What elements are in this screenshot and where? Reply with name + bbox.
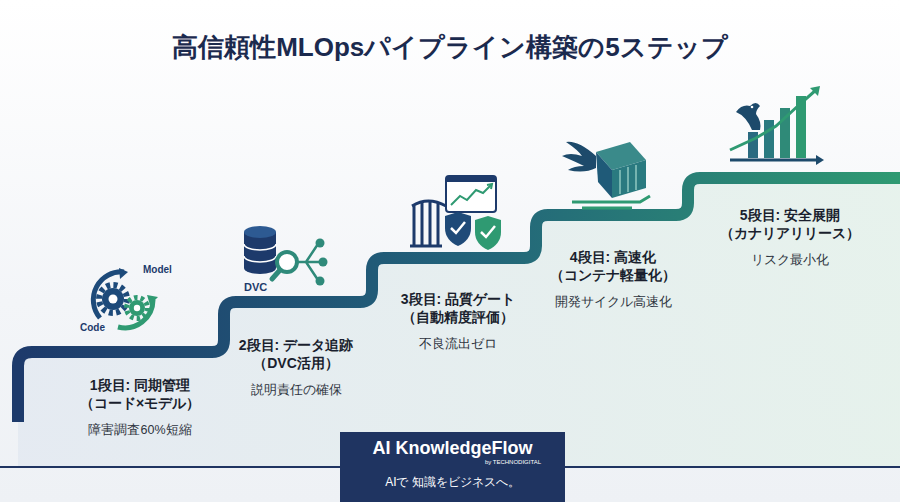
icon-label: Code <box>80 323 105 333</box>
gear-icon <box>129 300 145 316</box>
canary-chart-icon <box>730 90 816 150</box>
icon-label: Model <box>143 265 172 275</box>
step-heading: 4段目: 高速化 （コンテナ軽量化） <box>537 248 689 284</box>
quality-gate-icon <box>475 216 501 250</box>
quality-gate-icon <box>414 200 438 246</box>
gear-icon <box>99 285 127 313</box>
database-icon <box>244 226 328 286</box>
canary-chart-icon <box>730 159 820 162</box>
canary-chart-icon <box>816 155 824 165</box>
canary-chart-icon <box>730 86 824 165</box>
gear-icon <box>127 298 148 319</box>
fast-container-icon <box>572 196 650 208</box>
quality-gate-icon <box>410 176 501 250</box>
database-icon <box>244 226 276 238</box>
fast-container-icon <box>620 165 636 194</box>
fast-container-icon <box>562 142 596 172</box>
step-result: 開発サイクル高速化 <box>537 294 689 311</box>
canary-chart-icon <box>810 86 820 96</box>
gear-icon <box>109 295 118 304</box>
quality-gate-icon <box>446 176 496 182</box>
step-heading: 3段目: 品質ゲート （自動精度評価） <box>382 290 534 326</box>
brand-slogan: AIで 知識をビジネスへ。 <box>350 474 555 491</box>
gear-icon <box>102 288 124 310</box>
gear-icon <box>119 268 128 279</box>
step-label: 2段目: データ追跡 （DVC活用） 説明責任の確保 <box>220 336 372 399</box>
stair-line <box>18 178 900 422</box>
canary-chart-icon <box>764 120 774 158</box>
canary-chart-icon <box>736 103 761 130</box>
step-result: 障害調査60%短縮 <box>64 422 216 439</box>
step-result: 説明責任の確保 <box>220 382 372 399</box>
quality-gate-icon <box>451 222 465 233</box>
diagram-title: 高信頼性MLOpsパイプライン構築の5ステップ <box>0 30 900 65</box>
quality-gate-icon <box>451 185 491 205</box>
step-result: リスク最小化 <box>714 252 866 269</box>
database-icon <box>297 244 320 280</box>
fast-container-icon <box>596 152 612 198</box>
brand-name: AI KnowledgeFlow <box>350 438 555 459</box>
icon-label: DVC <box>244 282 267 293</box>
quality-gate-icon <box>445 212 471 246</box>
database-icon <box>316 277 325 286</box>
brand-byline: by TECHNODIGITAL <box>350 459 541 466</box>
step-heading: 2段目: データ追跡 （DVC活用） <box>220 336 372 372</box>
canary-chart-icon <box>751 106 754 109</box>
quality-gate-icon <box>446 176 496 212</box>
database-icon <box>244 244 276 262</box>
step-label: 5段目: 安全展開 （カナリアリリース） リスク最小化 <box>714 206 866 269</box>
step-label: 4段目: 高速化 （コンテナ軽量化） 開発サイクル高速化 <box>537 248 689 311</box>
database-icon <box>316 239 325 248</box>
ground <box>18 178 900 467</box>
fast-container-icon <box>612 160 646 198</box>
stair-line <box>18 178 900 422</box>
database-icon <box>272 270 280 279</box>
step-label: 1段目: 同期管理 （コード×モデル） 障害調査60%短縮 <box>64 376 216 439</box>
quality-gate-icon <box>487 184 492 189</box>
gear-icon <box>93 268 158 328</box>
brand-badge: AI KnowledgeFlowby TECHNODIGITAL AIで 知識をビ… <box>340 432 565 502</box>
step-result: 不良流出ゼロ <box>382 336 534 353</box>
database-icon <box>319 258 328 267</box>
ground <box>18 178 900 467</box>
step-heading: 1段目: 同期管理 （コード×モデル） <box>64 376 216 412</box>
step-label: 3段目: 品質ゲート （自動精度評価） 不良流出ゼロ <box>382 290 534 353</box>
fast-container-icon <box>562 142 650 208</box>
database-icon <box>244 232 276 274</box>
gear-icon <box>134 305 140 311</box>
quality-gate-icon <box>410 245 442 248</box>
step-heading: 5段目: 安全展開 （カナリアリリース） <box>714 206 866 242</box>
canary-chart-icon <box>748 132 758 158</box>
quality-gate-icon <box>481 226 495 237</box>
